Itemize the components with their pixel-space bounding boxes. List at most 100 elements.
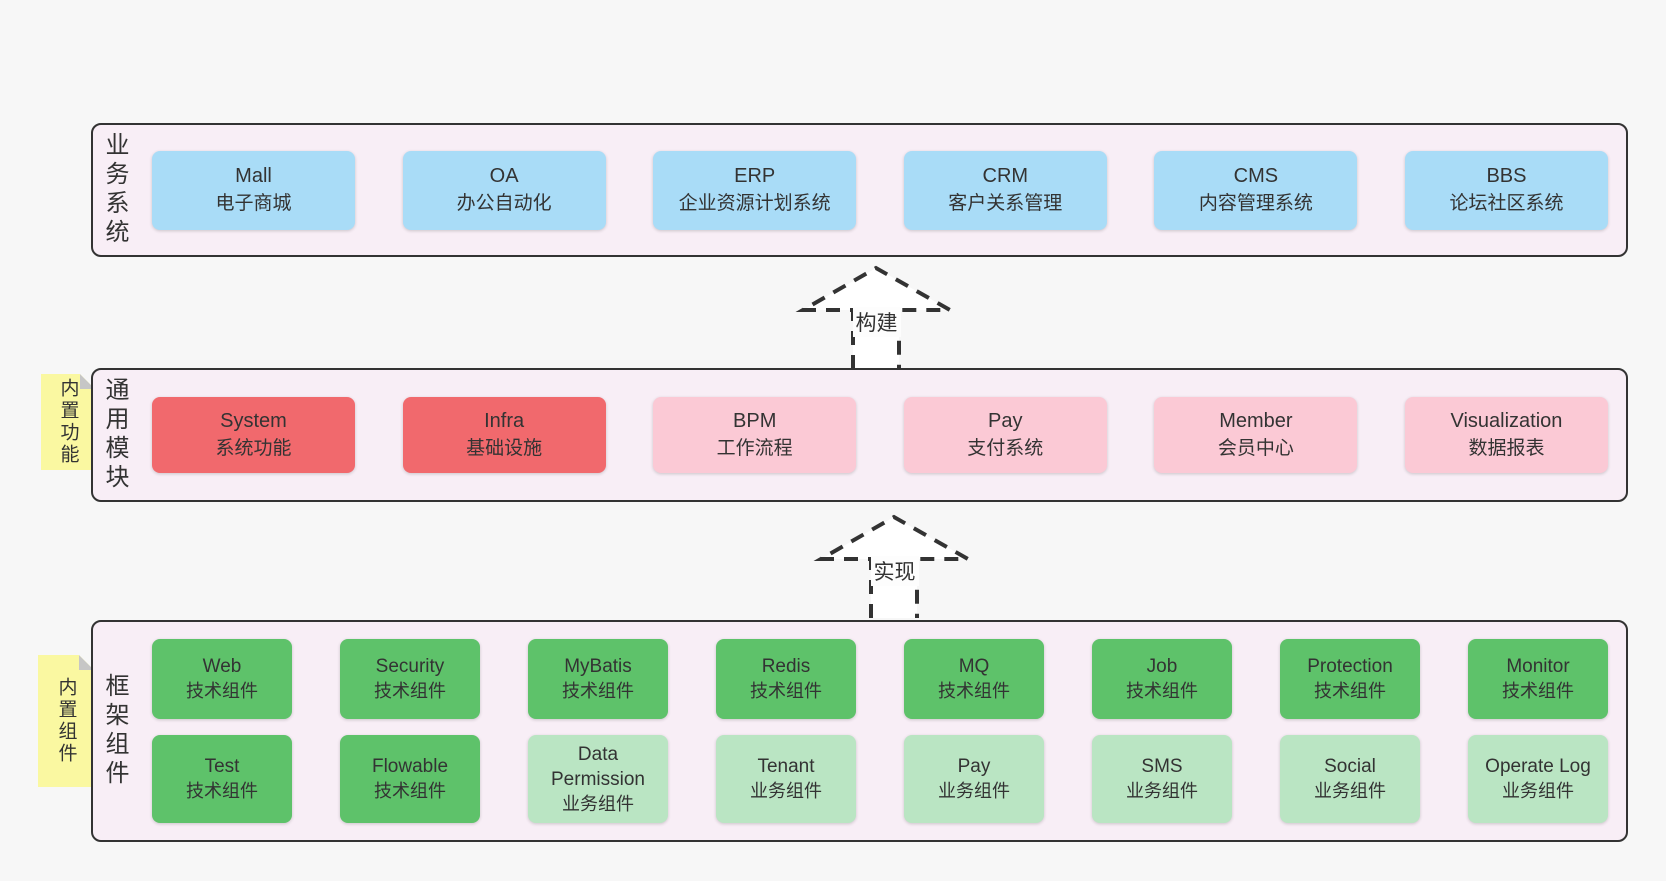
module-subtitle: 基础设施 xyxy=(466,438,543,459)
business-systems-boxes: Mall 电子商城 OA 办公自动化 ERP 企业资源计划系统 CRM 客户关系管理 CMS 内容… xyxy=(152,125,1608,255)
module-box-social: Social 业务组件 xyxy=(1280,735,1420,823)
module-box-web: Web 技术组件 xyxy=(152,639,292,719)
sticky-note-builtin-features: 内置功能 xyxy=(41,374,95,470)
module-name: Social xyxy=(1324,756,1376,777)
module-name: Operate Log xyxy=(1485,756,1591,777)
module-box-mybatis: MyBatis 技术组件 xyxy=(528,639,668,719)
module-subtitle: 技术组件 xyxy=(374,681,446,701)
module-box-pay: Pay 支付系统 xyxy=(903,397,1107,473)
module-name: Pay xyxy=(988,410,1023,432)
module-name: Visualization xyxy=(1450,410,1563,432)
module-name: Data Permission xyxy=(551,743,645,790)
module-subtitle: 数据报表 xyxy=(1468,438,1545,459)
module-box-mq: MQ 技术组件 xyxy=(904,639,1044,719)
module-subtitle: 业务组件 xyxy=(750,781,822,801)
band-label-framework-components: 框架组件 xyxy=(101,673,128,789)
arrow-label-implement: 实现 xyxy=(870,556,919,586)
module-subtitle: 业务组件 xyxy=(1126,781,1198,801)
module-subtitle: 内容管理系统 xyxy=(1198,193,1313,214)
module-name: BBS xyxy=(1486,165,1527,187)
sticky-note-builtin-components: 内置组件 xyxy=(38,655,94,787)
module-box-sms: SMS 业务组件 xyxy=(1092,735,1232,823)
module-name: ERP xyxy=(734,165,776,187)
module-name: Monitor xyxy=(1506,656,1570,677)
module-name: Security xyxy=(375,656,445,677)
module-box-test: Test 技术组件 xyxy=(152,735,292,823)
module-subtitle: 技术组件 xyxy=(750,681,822,701)
module-name: Web xyxy=(202,656,242,677)
module-subtitle: 工作流程 xyxy=(716,438,793,459)
module-box-tenant: Tenant 业务组件 xyxy=(716,735,856,823)
module-box-security: Security 技术组件 xyxy=(340,639,480,719)
module-box-mall: Mall 电子商城 xyxy=(152,150,355,230)
module-box-pay: Pay 业务组件 xyxy=(904,735,1044,823)
band-label-common-modules: 通用模块 xyxy=(101,377,128,493)
arrow-label-build: 构建 xyxy=(852,307,901,337)
module-name: CRM xyxy=(982,165,1029,187)
module-box-erp: ERP 企业资源计划系统 xyxy=(653,150,857,230)
module-name: Protection xyxy=(1307,656,1393,677)
module-subtitle: 技术组件 xyxy=(186,781,258,801)
module-subtitle: 业务组件 xyxy=(1314,781,1386,801)
module-subtitle: 技术组件 xyxy=(938,681,1010,701)
module-name: Mall xyxy=(235,165,272,187)
module-subtitle: 技术组件 xyxy=(1314,681,1386,701)
module-subtitle: 论坛社区系统 xyxy=(1449,193,1564,214)
module-subtitle: 技术组件 xyxy=(374,781,446,801)
module-subtitle: 客户关系管理 xyxy=(948,193,1063,214)
sticky-label-builtin-features: 内置功能 xyxy=(57,378,79,466)
module-name: OA xyxy=(489,165,519,187)
module-subtitle: 业务组件 xyxy=(562,793,634,814)
module-subtitle: 技术组件 xyxy=(1126,681,1198,701)
module-subtitle: 业务组件 xyxy=(938,781,1010,801)
arrow-up-build: 构建 xyxy=(795,264,958,369)
module-name: MQ xyxy=(958,656,990,677)
module-name: Redis xyxy=(761,656,811,677)
module-name: Tenant xyxy=(757,756,815,777)
module-box-monitor: Monitor 技术组件 xyxy=(1468,639,1608,719)
band-label-business-systems: 业务系统 xyxy=(101,132,128,248)
module-name: Member xyxy=(1219,410,1293,432)
module-box-cms: CMS 内容管理系统 xyxy=(1154,150,1358,230)
module-box-data-permission: Data Permission 业务组件 xyxy=(528,735,668,823)
module-name: Job xyxy=(1146,656,1178,677)
module-subtitle: 办公自动化 xyxy=(456,193,552,214)
module-name: SMS xyxy=(1141,756,1183,777)
module-subtitle: 技术组件 xyxy=(562,681,634,701)
module-subtitle: 会员中心 xyxy=(1217,438,1294,459)
module-box-member: Member 会员中心 xyxy=(1154,397,1358,473)
module-box-job: Job 技术组件 xyxy=(1092,639,1232,719)
module-box-bpm: BPM 工作流程 xyxy=(653,397,857,473)
module-box-crm: CRM 客户关系管理 xyxy=(903,150,1107,230)
module-box-infra: Infra 基础设施 xyxy=(402,397,606,473)
sticky-label-builtin-components: 内置组件 xyxy=(55,677,77,765)
module-subtitle: 企业资源计划系统 xyxy=(678,193,831,214)
module-subtitle: 技术组件 xyxy=(1502,681,1574,701)
module-subtitle: 支付系统 xyxy=(967,438,1044,459)
module-subtitle: 电子商城 xyxy=(215,193,292,214)
module-box-oa: OA 办公自动化 xyxy=(402,150,606,230)
module-box-protection: Protection 技术组件 xyxy=(1280,639,1420,719)
module-box-flowable: Flowable 技术组件 xyxy=(340,735,480,823)
module-name: MyBatis xyxy=(564,656,632,677)
module-name: System xyxy=(220,410,287,432)
module-name: Pay xyxy=(957,756,991,777)
module-name: Infra xyxy=(484,410,525,432)
module-box-redis: Redis 技术组件 xyxy=(716,639,856,719)
module-name: Test xyxy=(204,756,240,777)
arrow-up-implement: 实现 xyxy=(813,513,976,618)
module-name: CMS xyxy=(1233,165,1279,187)
module-name: Flowable xyxy=(371,756,449,777)
module-subtitle: 技术组件 xyxy=(186,681,258,701)
module-name: BPM xyxy=(733,410,777,432)
module-box-visualization: Visualization 数据报表 xyxy=(1404,397,1608,473)
